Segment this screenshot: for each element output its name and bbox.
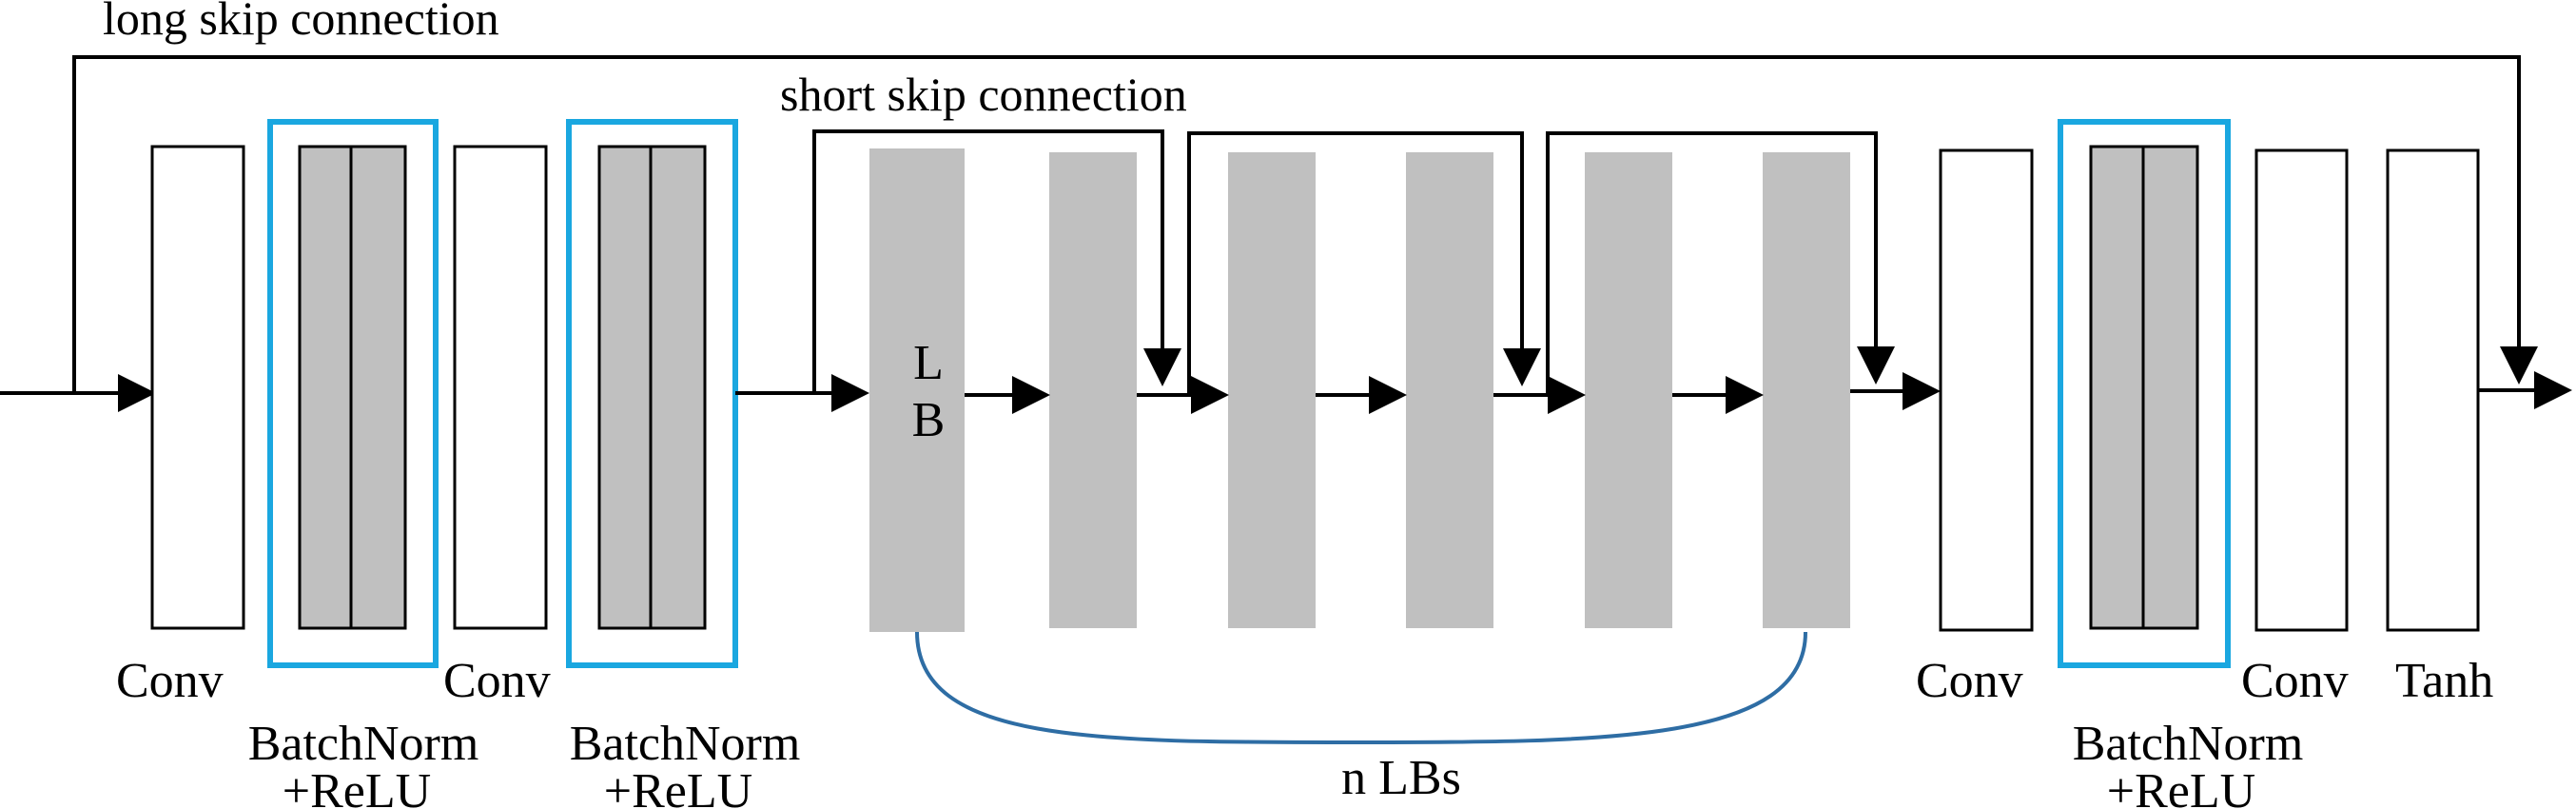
batchnorm-block-1a bbox=[298, 145, 353, 630]
batchnorm-block-2a bbox=[597, 145, 653, 630]
batchnorm-block-1b bbox=[349, 145, 407, 630]
relu-label-3: +ReLU bbox=[2107, 764, 2255, 809]
conv-block-2 bbox=[453, 145, 548, 630]
relu-label-1: +ReLU bbox=[283, 764, 431, 809]
batchnorm-label-2: BatchNorm bbox=[570, 717, 801, 771]
conv-label-1: Conv bbox=[116, 654, 224, 708]
batchnorm-block-3b bbox=[2141, 145, 2199, 630]
short-skip-connection-2 bbox=[1187, 131, 1541, 393]
n-lbs-label: n LBs bbox=[1341, 751, 1461, 805]
batchnorm-relu-highlight-3 bbox=[2058, 119, 2231, 668]
lb-label-line1: L bbox=[913, 336, 944, 390]
conv-label-4: Conv bbox=[2241, 654, 2349, 708]
batchnorm-label-3: BatchNorm bbox=[2073, 717, 2304, 771]
batchnorm-block-3a bbox=[2089, 145, 2145, 630]
conv-label-2: Conv bbox=[443, 654, 551, 708]
conv-label-3: Conv bbox=[1916, 654, 2023, 708]
relu-label-2: +ReLU bbox=[604, 764, 752, 809]
batchnorm-label-1: BatchNorm bbox=[248, 717, 479, 771]
short-skip-connection-3 bbox=[1546, 131, 1895, 393]
conv-block-1 bbox=[150, 145, 245, 630]
lb-block-3 bbox=[1228, 152, 1316, 628]
lb-block-1 bbox=[869, 148, 965, 632]
short-skip-connection-label: short skip connection bbox=[780, 68, 1187, 121]
lb-block-6 bbox=[1763, 152, 1850, 628]
batchnorm-block-2b bbox=[649, 145, 707, 630]
lb-block-2 bbox=[1049, 152, 1137, 628]
lb-label-line2: B bbox=[912, 393, 946, 447]
batchnorm-relu-highlight-1 bbox=[267, 119, 439, 668]
n-lbs-brace bbox=[915, 631, 1807, 744]
lb-block-5 bbox=[1585, 152, 1672, 628]
short-skip-connection-1 bbox=[812, 129, 1181, 393]
tanh-block bbox=[2386, 148, 2480, 632]
long-skip-connection-line bbox=[72, 55, 2538, 393]
conv-block-4 bbox=[2254, 148, 2349, 632]
conv-block-3 bbox=[1939, 148, 2034, 632]
tanh-label: Tanh bbox=[2395, 654, 2493, 708]
long-skip-connection-label: long skip connection bbox=[103, 0, 499, 45]
lb-block-4 bbox=[1406, 152, 1493, 628]
